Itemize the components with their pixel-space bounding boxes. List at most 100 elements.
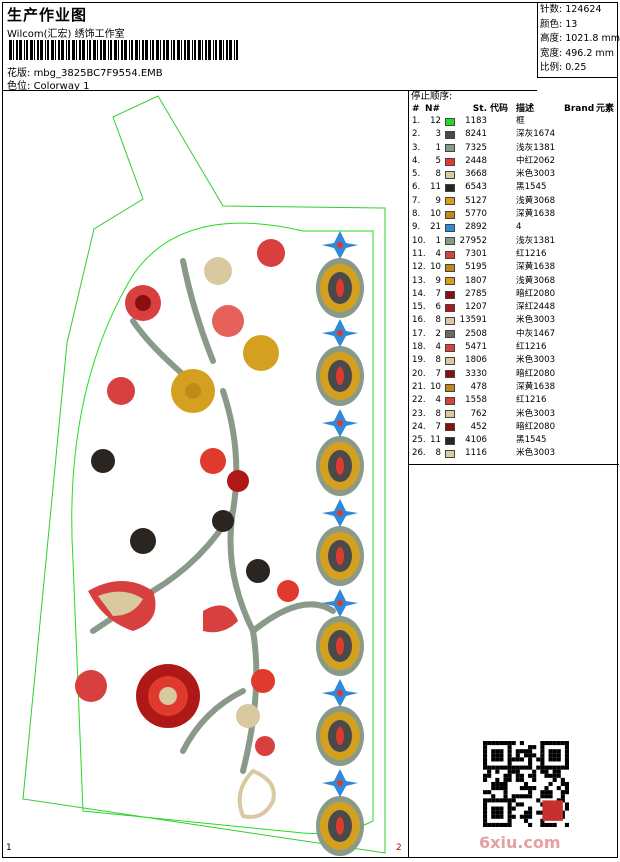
- flower-dark-4: [246, 559, 270, 583]
- row-description: 浅黄3068: [516, 275, 556, 286]
- row-color-swatch: [445, 434, 458, 447]
- row-color-swatch: [445, 301, 458, 314]
- design-height: 高度: 1021.8 mm: [540, 33, 620, 44]
- row-number: 15.: [412, 302, 426, 313]
- row-code: [490, 275, 516, 288]
- design-file-name: mbg_3825BC7F9554.EMB: [33, 68, 163, 79]
- color-chip: [445, 317, 455, 326]
- row-code: [490, 208, 516, 221]
- qr-code: [483, 741, 569, 827]
- border-star: [322, 231, 358, 259]
- col-element: 元素: [596, 104, 615, 114]
- row-color-swatch: [445, 447, 458, 460]
- row-description: 浅灰1381: [516, 235, 556, 246]
- color-chip: [445, 410, 455, 419]
- flower-red-3: [107, 377, 135, 405]
- row-color-swatch: [445, 421, 458, 434]
- border-medallion: [316, 616, 364, 676]
- row-number: 19.: [412, 355, 426, 366]
- row-number: 13.: [412, 275, 426, 286]
- color-chip: [445, 396, 455, 405]
- row-description: 深黄1638: [516, 262, 556, 273]
- col-desc: 描述: [516, 104, 535, 114]
- color-chip: [445, 277, 455, 286]
- row-stitches: 2448: [465, 155, 487, 166]
- color-chip: [445, 450, 455, 459]
- row-number: 6.: [412, 182, 421, 193]
- row-needle: 1: [435, 142, 441, 153]
- border-medallion: [316, 796, 364, 856]
- col-brand: Brand: [564, 104, 595, 114]
- flower-red-10: [251, 669, 275, 693]
- colorway-value: Colorway 1: [33, 81, 90, 92]
- row-description: 米色3003: [516, 355, 556, 366]
- row-code: [490, 447, 516, 460]
- border-medallion: [316, 436, 364, 496]
- col-num: #: [412, 104, 420, 114]
- color-chip: [445, 343, 455, 352]
- col-code: 代码: [490, 104, 509, 114]
- color-chip: [445, 303, 455, 312]
- row-code: [490, 341, 516, 354]
- row-stitches: 762: [470, 408, 487, 419]
- row-code: [490, 248, 516, 261]
- marker-right: 2: [396, 843, 402, 853]
- row-needle: 8: [435, 355, 441, 366]
- row-stitches: 6543: [465, 182, 487, 193]
- sequence-header: # N# St. 代码 描述 Brand 元素: [409, 103, 619, 115]
- row-color-swatch: [445, 314, 458, 327]
- row-description: 米色3003: [516, 169, 556, 180]
- row-stitches: 1116: [465, 448, 487, 459]
- row-needle: 10: [430, 262, 441, 273]
- border-star: [322, 319, 358, 347]
- col-stitches: St.: [472, 104, 487, 114]
- row-needle: 7: [435, 368, 441, 379]
- page-title: 生产作业图: [7, 6, 88, 24]
- color-chip: [445, 130, 455, 139]
- row-number: 1.: [412, 116, 421, 126]
- embroidery-preview: 1 2: [3, 91, 408, 858]
- row-description: 浅黄3068: [516, 195, 556, 206]
- row-needle: 6: [435, 302, 441, 313]
- row-needle: 7: [435, 288, 441, 299]
- color-chip: [445, 263, 455, 272]
- row-stitches: 1183: [465, 116, 487, 126]
- color-chip: [445, 250, 455, 259]
- row-needle: 10: [430, 381, 441, 392]
- flower-red-9: [75, 670, 107, 702]
- row-description: 深黄1638: [516, 381, 556, 392]
- row-code: [490, 195, 516, 208]
- row-stitches: 452: [470, 421, 487, 432]
- row-code: [490, 181, 516, 194]
- border-medallion: [316, 258, 364, 318]
- design-label: 花版:: [7, 68, 31, 79]
- ornament-border: [316, 231, 364, 856]
- row-stitches: 5471: [465, 342, 487, 353]
- paisley: [237, 768, 276, 819]
- color-count: 颜色: 13: [540, 18, 578, 30]
- flower-dark-2: [212, 510, 234, 532]
- row-stitches: 4106: [465, 435, 487, 446]
- row-number: 10.: [412, 235, 426, 246]
- color-chip: [445, 170, 455, 179]
- color-chip: [445, 237, 455, 246]
- row-color-swatch: [445, 142, 458, 155]
- design-width: 宽度: 496.2 mm: [540, 47, 614, 59]
- row-code: [490, 328, 516, 341]
- row-stitches: 1807: [465, 275, 487, 286]
- row-number: 5.: [412, 169, 421, 180]
- flower-dark-3: [130, 528, 156, 554]
- row-stitches: 1207: [465, 302, 487, 313]
- row-stitches: 5195: [465, 262, 487, 273]
- row-description: 米色3003: [516, 448, 556, 459]
- row-needle: 8: [435, 408, 441, 419]
